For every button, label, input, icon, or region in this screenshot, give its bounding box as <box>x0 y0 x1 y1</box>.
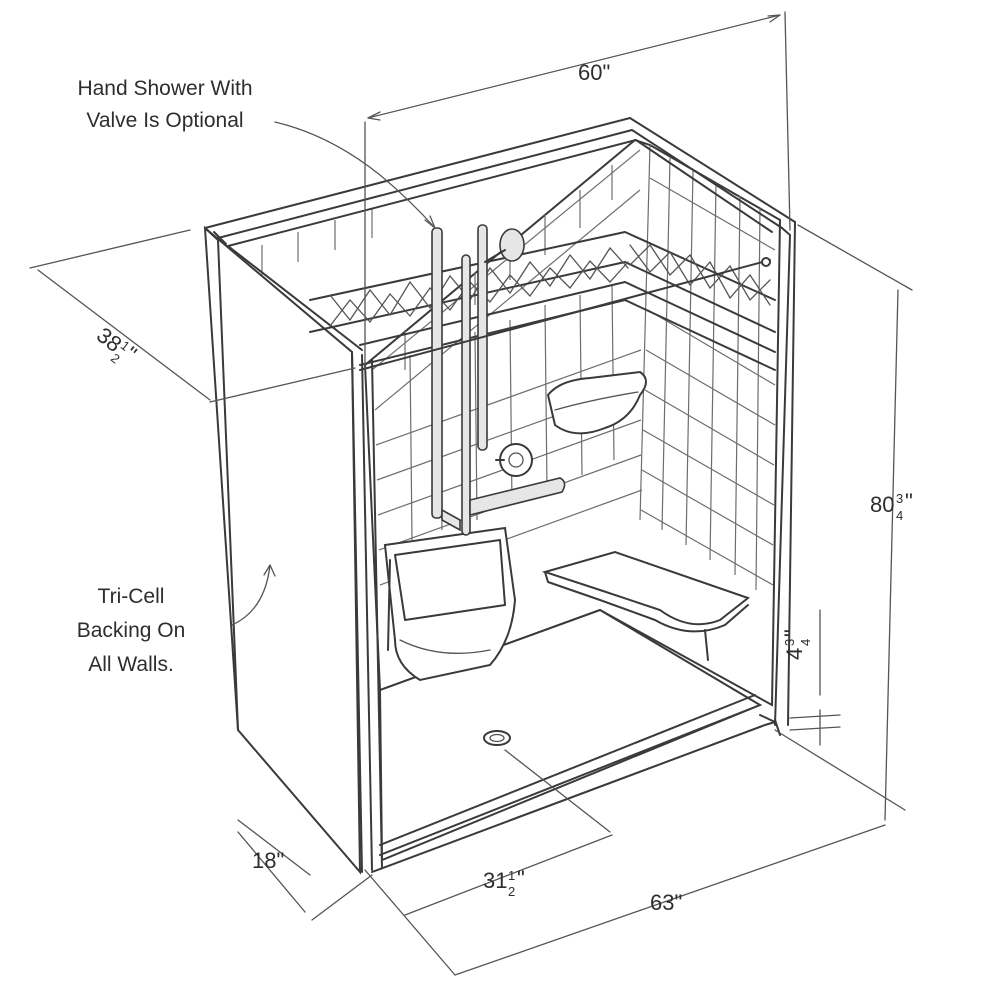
callout-hand-shower-line2: Valve Is Optional <box>86 109 243 132</box>
dim-height-inch: " <box>905 489 913 514</box>
shower-valve <box>495 443 533 477</box>
dim-drain-center-den: 2 <box>508 884 515 899</box>
dim-height: 80 3 4 " <box>870 489 913 523</box>
callout-hand-shower: Hand Shower With Valve Is Optional <box>77 77 252 132</box>
callout-tri-cell-line1: Tri-Cell <box>98 585 165 608</box>
shower-rod <box>359 257 771 371</box>
dim-height-num: 3 <box>896 491 903 506</box>
callout-tri-cell-line3: All Walls. <box>88 653 174 676</box>
fold-down-seat <box>383 526 517 682</box>
drain <box>483 730 511 746</box>
hand-shower-head <box>484 228 525 263</box>
dim-drain-center-main: 31 <box>483 868 507 893</box>
dim-threshold-den: 4 <box>798 639 813 646</box>
dim-threshold-main: 4 <box>782 648 807 660</box>
dim-drain-offset: 18" <box>252 848 284 873</box>
dim-drain-center: 31 1 2 " <box>483 866 525 899</box>
dim-threshold-num: 3 <box>782 639 797 646</box>
dim-height-den: 4 <box>896 508 903 523</box>
soap-shelf <box>546 370 647 435</box>
dimension-lines <box>29 11 913 976</box>
shower-floor <box>371 608 776 873</box>
dim-threshold: 4 3 4 " <box>780 629 813 660</box>
callout-hand-shower-line1: Hand Shower With <box>77 77 252 100</box>
callout-tri-cell-line2: Backing On <box>77 619 186 642</box>
callout-tri-cell: Tri-Cell Backing On All Walls. <box>77 585 186 676</box>
dim-threshold-inch: " <box>780 629 805 637</box>
callout-leaders <box>231 121 436 626</box>
dim-height-main: 80 <box>870 492 894 517</box>
dim-width-bottom: 63" <box>650 890 682 915</box>
left-side-wall <box>203 225 362 875</box>
dim-drain-center-num: 1 <box>508 868 515 883</box>
dim-drain-center-inch: " <box>517 866 525 891</box>
corner-bench <box>541 550 751 661</box>
dim-width-top: 60" <box>578 60 610 85</box>
top-rim <box>204 117 796 726</box>
dim-depth: 38 1 2 " <box>92 322 142 366</box>
